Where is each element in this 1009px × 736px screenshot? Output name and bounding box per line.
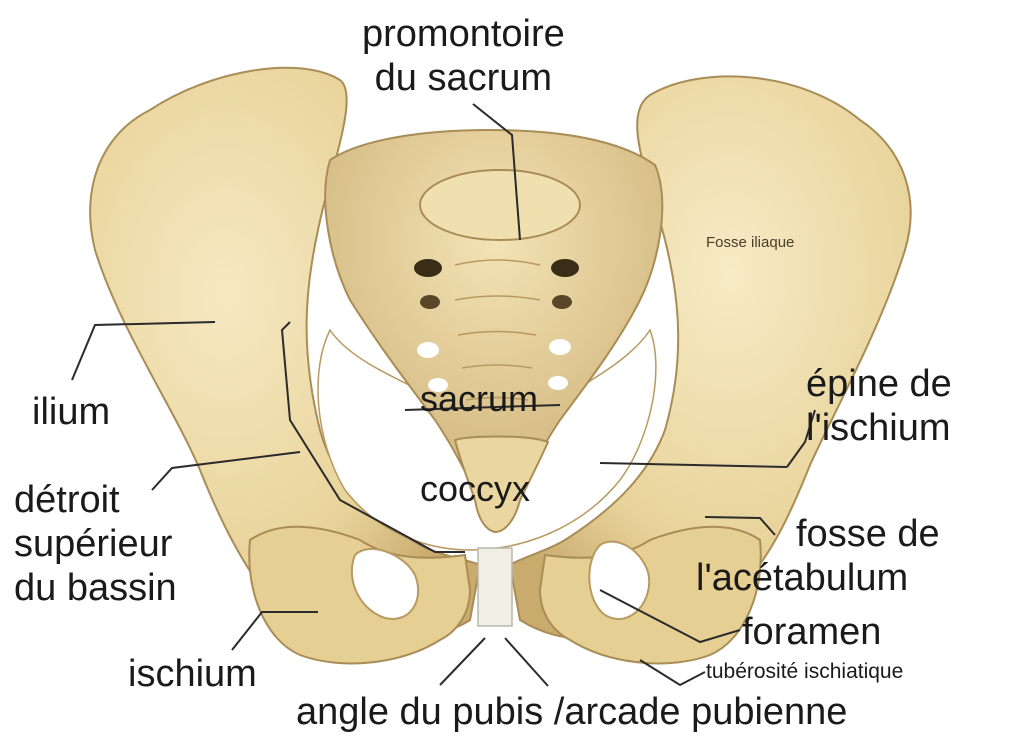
sacral-foramen: [417, 342, 439, 358]
label-fosse-acetabulum: fosse de l'acétabulum: [696, 512, 940, 600]
label-fosse-iliaque: Fosse iliaque: [706, 234, 794, 252]
sacral-foramen: [551, 259, 579, 277]
label-foramen: foramen: [742, 610, 881, 654]
sacral-promontory: [420, 170, 580, 240]
label-ischium: ischium: [128, 652, 257, 696]
sacral-foramen: [552, 295, 572, 309]
label-sacrum: sacrum: [420, 378, 538, 420]
label-epine-line1: épine de: [806, 362, 952, 406]
label-epine-ischium: épine de l'ischium: [806, 362, 952, 450]
label-tuberosite-ischiatique: tubérosité ischiatique: [706, 660, 903, 684]
label-promontoire-line2: du sacrum: [362, 56, 565, 100]
sacral-foramen: [548, 376, 568, 390]
label-detroit-superieur: détroit supérieur du bassin: [14, 478, 177, 610]
sacral-foramen: [420, 295, 440, 309]
label-fosse-acetabulum-line2: l'acétabulum: [696, 556, 940, 600]
sacral-foramen: [414, 259, 442, 277]
label-fosse-acetabulum-line1: fosse de: [696, 512, 940, 556]
label-epine-line2: l'ischium: [806, 406, 952, 450]
label-promontoire: promontoire du sacrum: [362, 12, 565, 100]
label-coccyx: coccyx: [420, 468, 530, 510]
pubic-symphysis: [478, 548, 512, 626]
label-promontoire-line1: promontoire: [362, 12, 565, 56]
label-detroit-line3: du bassin: [14, 566, 177, 610]
sacral-foramen: [549, 339, 571, 355]
label-angle-pubis: angle du pubis /arcade pubienne: [296, 690, 847, 734]
label-detroit-line2: supérieur: [14, 522, 177, 566]
leader-angle-pubis-left: [440, 638, 485, 685]
label-detroit-line1: détroit: [14, 478, 177, 522]
label-ilium: ilium: [32, 390, 110, 434]
leader-angle-pubis-right: [505, 638, 548, 686]
